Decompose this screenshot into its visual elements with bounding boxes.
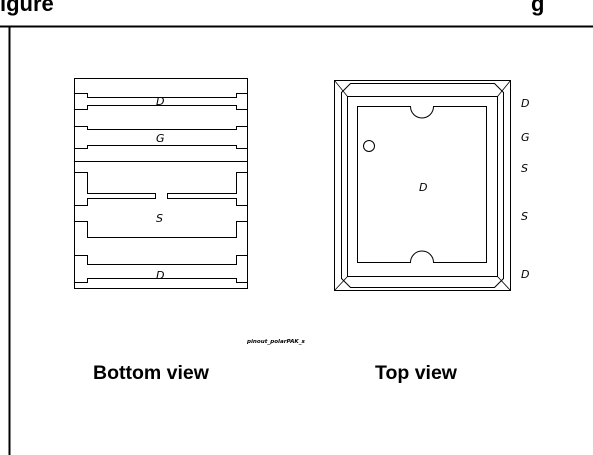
top-view-label-source-1: S xyxy=(521,162,528,175)
top-view-label-source-2: S xyxy=(521,210,528,223)
pin-label-source: S xyxy=(156,212,163,225)
figure-header-fragment: igure xyxy=(0,0,54,16)
top-view-label-drain-top: D xyxy=(521,97,529,110)
pin-label-gate: G xyxy=(156,132,165,145)
pin-label-drain-top: D xyxy=(156,95,164,108)
bottom-view-title: Bottom view xyxy=(93,362,210,384)
pad-gate xyxy=(74,126,248,149)
figure-header-fragment-right: g xyxy=(531,0,544,16)
top-view-pin-ticks xyxy=(334,124,511,244)
bevel-corner-br xyxy=(497,276,511,291)
top-view-inner-frame xyxy=(347,96,498,277)
top-view-label-drain-bottom: D xyxy=(521,268,529,281)
top-view-outer-outline xyxy=(334,80,511,291)
bottom-view-outline xyxy=(74,78,248,289)
top-view-package: D D G S S D xyxy=(334,80,530,291)
pad-drain-bottom xyxy=(74,255,248,283)
pad-source xyxy=(74,172,248,238)
bottom-view-package: D G S D xyxy=(74,78,248,289)
top-view-center-label: D xyxy=(419,181,427,194)
bevel-corner-tl xyxy=(334,80,348,97)
top-view-label-gate: G xyxy=(521,131,530,144)
pin-label-drain-bottom: D xyxy=(156,269,164,282)
pad-drain-top xyxy=(74,93,248,110)
die-outline xyxy=(357,106,487,263)
top-view-title: Top view xyxy=(375,362,458,384)
bevel-corner-bl xyxy=(334,276,348,291)
figure-file-name: pinout_polarPAK_s xyxy=(246,339,306,345)
bevel-corner-tr xyxy=(497,80,511,97)
top-view-bevel-frame xyxy=(341,83,504,288)
pin1-marker xyxy=(363,140,375,152)
